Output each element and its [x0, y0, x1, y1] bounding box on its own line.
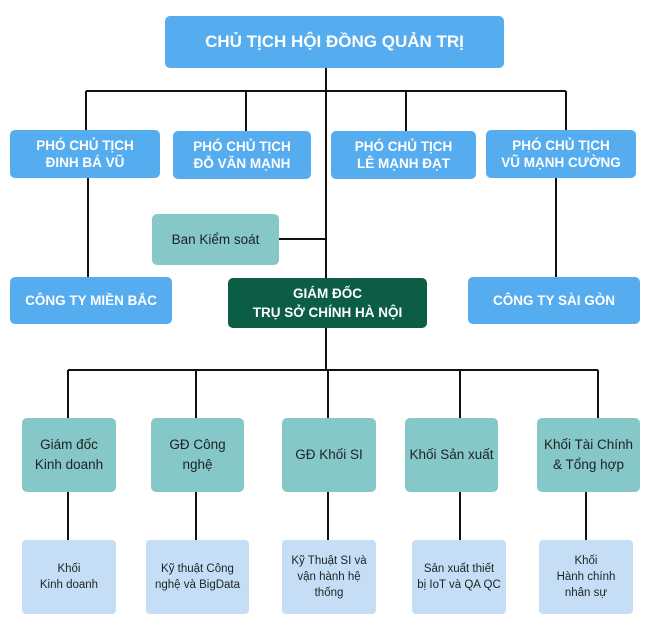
unit-label: Khối	[57, 563, 81, 575]
vice-chair-name: ĐINH BÁ VŨ	[45, 155, 125, 170]
department-box: Giám đốc Kinh doanh	[22, 418, 116, 492]
vice-chair-title: PHÓ CHỦ TỊCH	[354, 139, 453, 154]
department-label: Khối Sản xuất	[409, 447, 494, 462]
unit-box: Khối Hành chính nhân sự	[539, 540, 633, 614]
department-box: GĐ Khối SI	[282, 418, 376, 492]
department-label: GĐ Khối SI	[295, 447, 363, 462]
department-box: GĐ Công nghệ	[151, 418, 244, 492]
vice-chair-title: PHÓ CHỦ TỊCH	[36, 138, 134, 153]
vice-chair-name: LÊ MẠNH ĐẠT	[357, 156, 450, 171]
department-box: Khối Sản xuất	[405, 418, 498, 492]
unit-label: nghệ và BigData	[154, 579, 241, 591]
unit-label: Kỹ thuật Công	[161, 563, 234, 575]
vice-chair-title: PHÓ CHỦ TỊCH	[512, 138, 610, 153]
vice-chair-box: PHÓ CHỦ TỊCH ĐỖ VĂN MẠNH	[173, 131, 311, 179]
unit-label: nhân sự	[564, 587, 608, 599]
department-label: & Tổng hợp	[553, 457, 624, 472]
audit-board-label: Ban Kiểm soát	[171, 232, 260, 247]
vice-chair-name: VŨ MẠNH CƯỜNG	[501, 155, 621, 170]
vice-chair-title: PHÓ CHỦ TỊCH	[193, 139, 291, 154]
unit-box: Khối Kinh doanh	[22, 540, 116, 614]
department-label: Giám đốc	[40, 437, 98, 452]
unit-box: Sản xuất thiết bị IoT và QA QC	[412, 540, 506, 614]
director-title: GIÁM ĐỐC	[292, 286, 362, 301]
unit-label: Hành chính	[556, 571, 616, 583]
chairman-label: CHỦ TỊCH HỘI ĐỒNG QUẢN TRỊ	[205, 32, 464, 51]
company-saigon-label: CÔNG TY SÀI GÒN	[492, 293, 615, 308]
vice-chair-box: PHÓ CHỦ TỊCH ĐINH BÁ VŨ	[10, 130, 160, 178]
company-north-label: CÔNG TY MIỀN BẮC	[25, 293, 157, 308]
unit-box: Kỹ thuật Công nghệ và BigData	[146, 540, 249, 614]
unit-label: thống	[314, 587, 344, 599]
unit-label: Khối	[574, 555, 598, 567]
chairman-box: CHỦ TỊCH HỘI ĐỒNG QUẢN TRỊ	[165, 16, 504, 68]
company-saigon-box: CÔNG TY SÀI GÒN	[468, 277, 640, 324]
department-label: Kinh doanh	[34, 457, 104, 472]
unit-label: Kỹ Thuật SI và	[291, 555, 367, 567]
director-office: TRỤ SỞ CHÍNH HÀ NỘI	[252, 305, 403, 320]
unit-label: Kinh doanh	[39, 579, 99, 591]
department-box: Khối Tài Chính & Tổng hợp	[537, 418, 640, 492]
vice-chair-name: ĐỖ VĂN MẠNH	[193, 156, 291, 171]
department-label: Khối Tài Chính	[543, 437, 634, 452]
vice-chair-box: PHÓ CHỦ TỊCH VŨ MẠNH CƯỜNG	[486, 130, 636, 178]
department-label: GĐ Công	[169, 437, 226, 452]
department-label: nghệ	[182, 457, 213, 472]
vice-chair-box: PHÓ CHỦ TỊCH LÊ MẠNH ĐẠT	[331, 131, 476, 179]
director-box: GIÁM ĐỐC TRỤ SỞ CHÍNH HÀ NỘI	[228, 278, 427, 328]
unit-label: vận hành hệ	[297, 571, 361, 583]
company-north-box: CÔNG TY MIỀN BẮC	[10, 277, 172, 324]
unit-label: Sản xuất thiết	[423, 563, 495, 575]
unit-label: bị IoT và QA QC	[417, 579, 501, 591]
unit-box: Kỹ Thuật SI và vận hành hệ thống	[282, 540, 376, 614]
audit-board-box: Ban Kiểm soát	[152, 214, 279, 265]
